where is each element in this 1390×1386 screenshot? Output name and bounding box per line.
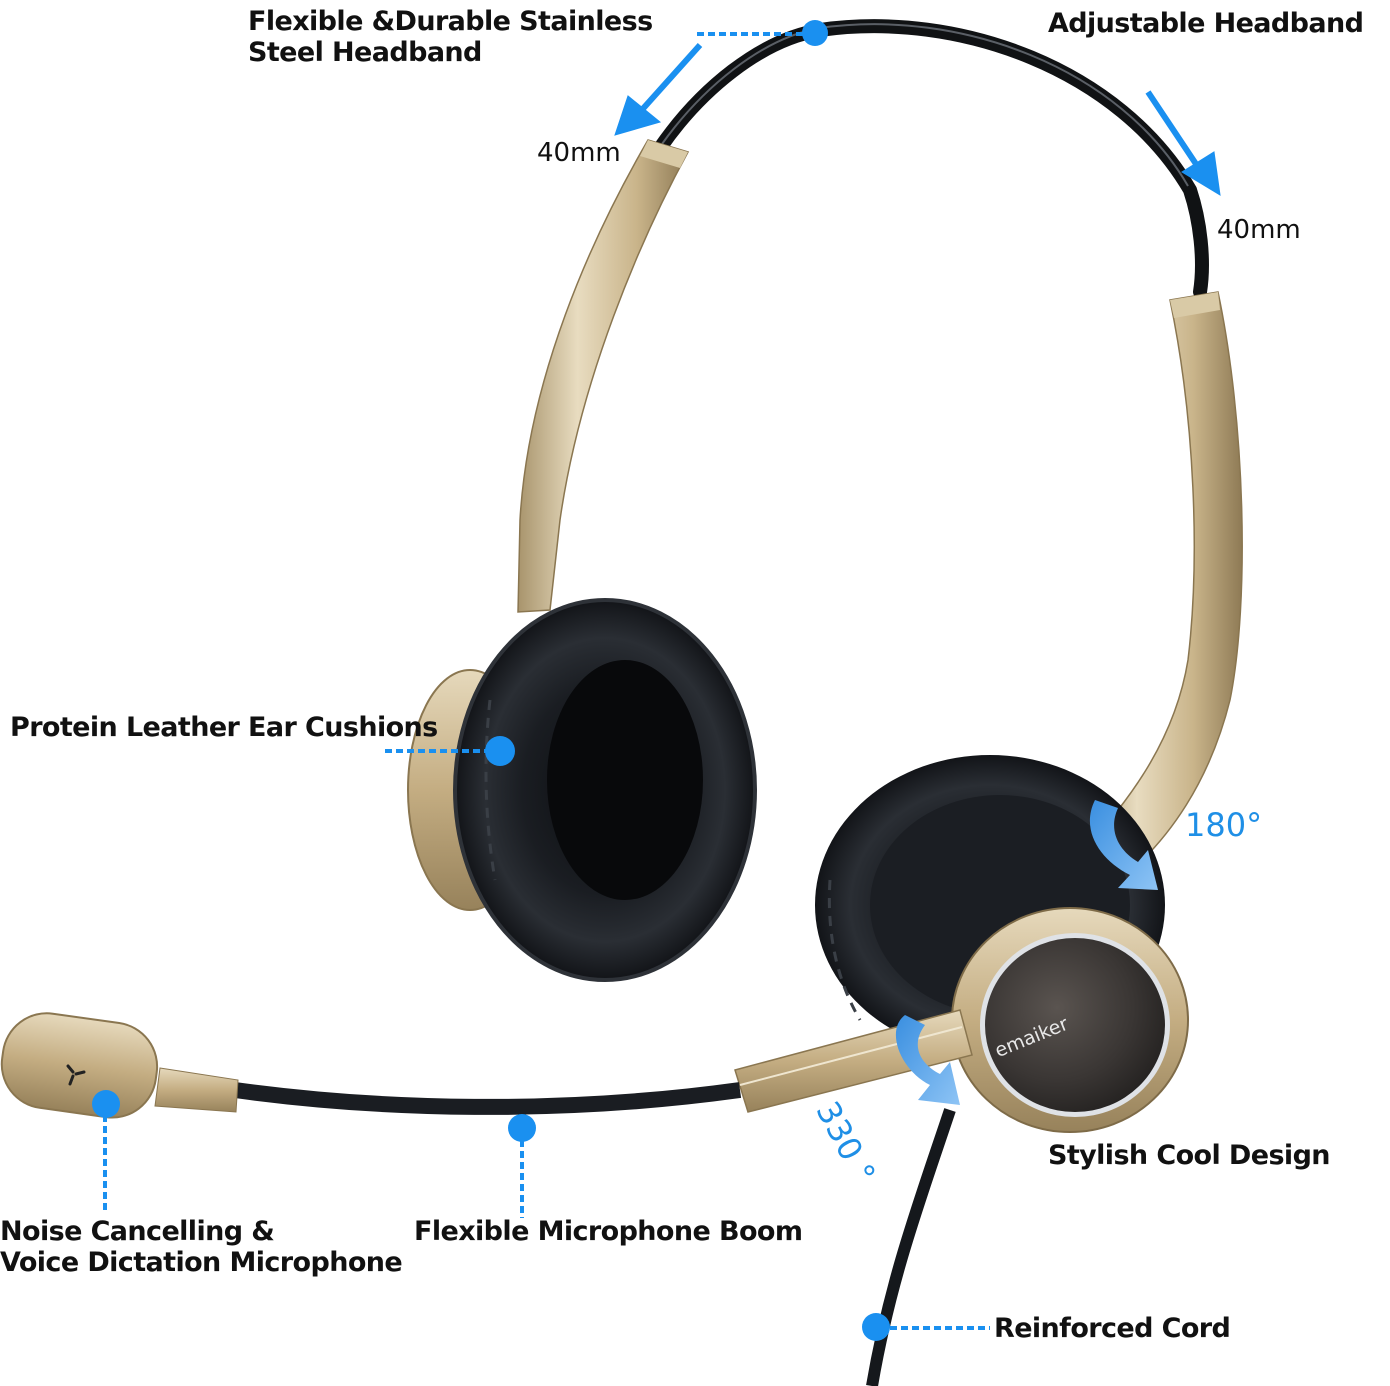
mic-dot-icon [92,1090,120,1118]
callout-leaders [103,32,990,1330]
microphone-line2: Voice Dictation Microphone [0,1247,403,1278]
microphone-label: Noise Cancelling & Voice Dictation Micro… [0,1216,403,1278]
headband-material-line1: Flexible &Durable Stainless [248,6,653,37]
microphone-line1: Noise Cancelling & [0,1216,275,1247]
left-ear-cushion [453,598,757,982]
headband-dot-icon [802,20,828,46]
reinforced-cord [866,1108,956,1386]
mic-port-icon [66,1064,86,1086]
ear-cushions-label: Protein Leather Ear Cushions [10,712,438,743]
flexible-boom [233,1082,742,1115]
steel-headband [653,19,1209,299]
boom-label: Flexible Microphone Boom [414,1216,803,1247]
callout-dots [92,20,890,1341]
right-earcup-housing [951,907,1189,1133]
adjustable-headband-label: Adjustable Headband [1048,8,1364,39]
left-slider-arm [517,139,690,613]
right-extension-dimension: 40mm [1217,215,1301,245]
rotate-330-arrow-icon [895,1015,960,1105]
cord-label: Reinforced Cord [994,1313,1231,1344]
design-label: Stylish Cool Design [1048,1140,1331,1171]
left-extension-arrow-icon [614,42,703,136]
right-extension-arrow-icon [1145,90,1221,196]
cord-dot-icon [862,1313,890,1341]
microphone-capsule [0,1012,239,1119]
headband-material-line2: Steel Headband [248,37,482,68]
rotate-180-arrow-icon [1089,800,1158,890]
earcup-rotation-value: 180° [1185,806,1263,844]
cushion-dot-icon [485,736,515,766]
left-extension-dimension: 40mm [537,138,621,168]
boom-dot-icon [508,1114,536,1142]
headband-material-label: Flexible &Durable Stainless Steel Headba… [248,6,653,68]
